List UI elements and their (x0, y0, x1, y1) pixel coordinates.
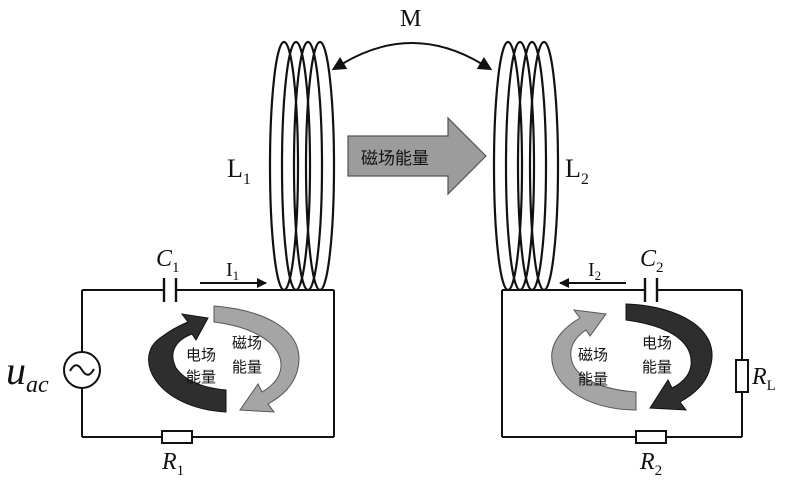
resistor-rl (735, 359, 749, 393)
label-r1: R1 (161, 449, 184, 479)
left-electric-label-line2: 能量 (186, 368, 216, 386)
right-magnetic-label-line2: 能量 (578, 370, 608, 388)
right-electric-label-line2: 能量 (642, 358, 672, 376)
label-r2: R2 (639, 449, 662, 479)
mutual-inductance-arrow (331, 42, 493, 71)
transmitter-circuit (81, 289, 335, 438)
left-magnetic-label-line2: 能量 (232, 358, 262, 376)
capacitor-c1 (162, 278, 178, 302)
magnetic-energy-arrow-right (551, 309, 637, 411)
resistor-r1 (161, 430, 193, 444)
label-l2: L2 (565, 154, 589, 188)
label-rl: RL (751, 364, 776, 394)
magnetic-energy-arrow-left (213, 305, 300, 413)
coil-l2 (492, 40, 560, 292)
label-source: uac (6, 348, 49, 398)
label-l1: L1 (227, 154, 251, 188)
capacitor-c2 (643, 278, 659, 302)
label-i2: I2 (588, 259, 601, 283)
resistor-r2 (635, 430, 667, 444)
right-electric-label-line1: 电场 (642, 334, 672, 352)
ac-source (63, 351, 101, 389)
energy-transfer-arrow (347, 116, 487, 196)
coil-l1 (268, 40, 336, 292)
energy-transfer-label: 磁场能量 (361, 149, 429, 169)
electric-energy-arrow-right (625, 303, 713, 411)
label-c1: C1 (156, 246, 180, 276)
right-magnetic-label-line1: 磁场 (578, 346, 608, 364)
left-magnetic-label-line1: 磁场 (232, 334, 262, 352)
left-electric-label-line1: 电场 (186, 346, 216, 364)
electric-energy-arrow-left (148, 313, 227, 413)
receiver-circuit (501, 289, 743, 438)
mutual-inductance-label: M (400, 6, 421, 32)
label-i1: I1 (226, 259, 239, 283)
label-c2: C2 (640, 246, 664, 276)
